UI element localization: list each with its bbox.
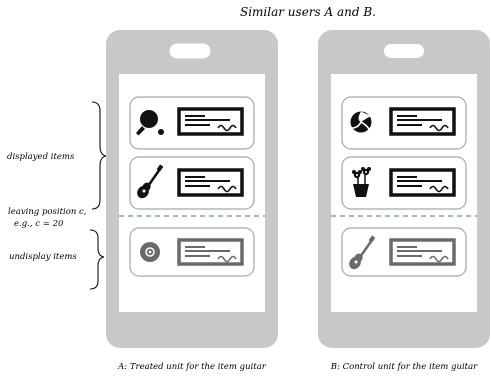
- flower-pot-icon: [352, 167, 371, 197]
- phone-b-card-1: [341, 96, 467, 150]
- phone-b-caption: B: Control unit for the item guitar: [330, 362, 478, 372]
- check-card-icon: [389, 238, 456, 266]
- diagram-title: Similar users A and B.: [240, 5, 376, 19]
- phone-b-card-2: [341, 156, 467, 210]
- phone-a-card-1: [129, 96, 255, 150]
- check-card-icon: [389, 107, 456, 136]
- left-annotations: displayed items leaving position c, e.g.…: [7, 101, 107, 290]
- phone-a-card-3: [129, 227, 255, 277]
- displayed-items-label: displayed items: [7, 152, 75, 162]
- phone-a-caption: A: Treated unit for the item guitar: [117, 362, 267, 372]
- guitar-icon: [137, 164, 164, 199]
- ping-pong-paddle-icon: [136, 110, 164, 136]
- guitar-icon: [349, 235, 376, 270]
- phone-a-speaker: [169, 43, 211, 59]
- phone-b: B: Control unit for the item guitar: [318, 30, 490, 372]
- cd-disc-icon: [140, 242, 160, 262]
- undisplay-items-label: undisplay items: [9, 252, 77, 262]
- phone-b-speaker: [384, 44, 424, 58]
- displayed-brace: [91, 101, 107, 210]
- leaving-position-label-line2: e.g., c = 20: [14, 219, 64, 229]
- check-card-icon: [177, 107, 244, 136]
- check-card-icon: [177, 238, 244, 266]
- leaving-position-label-line1: leaving position c,: [8, 207, 87, 217]
- beach-ball-icon: [350, 111, 372, 133]
- check-card-icon: [177, 168, 244, 197]
- phone-a-card-2: [129, 156, 255, 210]
- check-card-icon: [389, 168, 456, 197]
- phone-a: A: Treated unit for the item guitar: [106, 30, 278, 372]
- undisplay-brace: [89, 229, 105, 290]
- phone-b-card-3: [341, 227, 467, 277]
